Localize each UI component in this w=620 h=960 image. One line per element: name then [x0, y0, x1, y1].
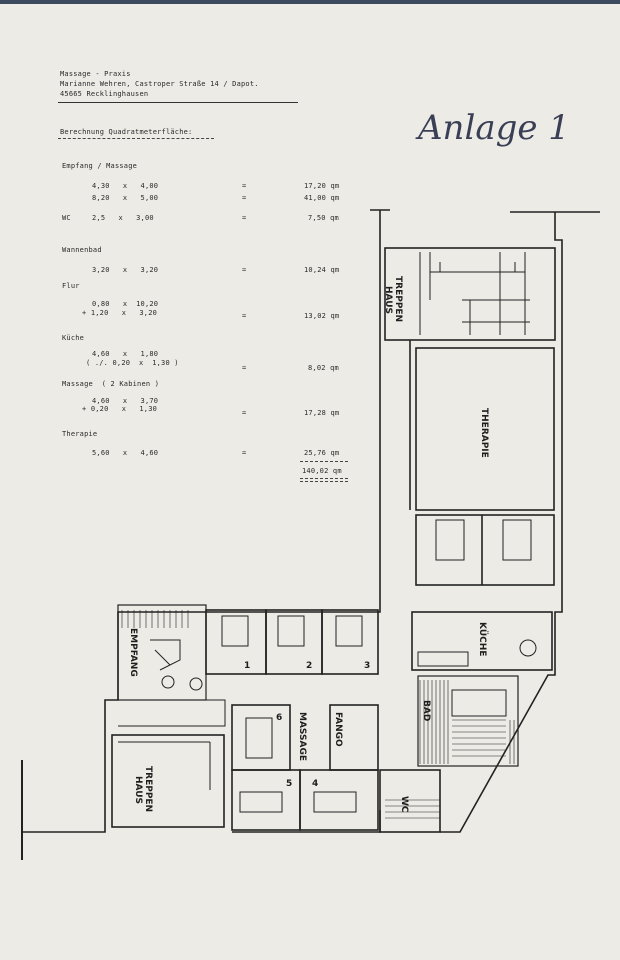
- wc-room: [379, 769, 441, 833]
- stair-bottom-lines: [118, 741, 211, 790]
- bed-2: [277, 615, 305, 647]
- s3-value: 13,02 qm: [304, 312, 340, 320]
- eq-3: =: [242, 214, 247, 222]
- cabin-2: [265, 609, 323, 675]
- treatment-bed-b: [502, 519, 532, 561]
- total-underline-2: [300, 481, 348, 482]
- wc-row: 2,5 x 3,00: [92, 214, 154, 222]
- bed-6: [245, 717, 273, 759]
- therapie-room: [415, 347, 555, 511]
- label-fango: FANGO: [333, 712, 343, 747]
- bed-3: [335, 615, 363, 647]
- total-underline-1: [300, 478, 348, 479]
- document-page: [0, 4, 620, 960]
- sum-line: [300, 461, 348, 462]
- handwritten-annotation: Anlage 1: [418, 108, 570, 148]
- s6-row-1: 5,60 x 4,60: [92, 449, 159, 457]
- label-massage: MASSAGE: [297, 712, 307, 761]
- cabin-1: [205, 609, 267, 675]
- s4-value: 8,02 qm: [308, 364, 339, 372]
- s6-title: Therapie: [62, 430, 98, 438]
- stair-top-box: [384, 247, 556, 341]
- label-therapie: THERAPIE: [479, 408, 489, 458]
- kueche-room: [411, 611, 553, 671]
- s6-value: 25,76 qm: [304, 449, 340, 457]
- eq-8: =: [242, 449, 247, 457]
- s1-row-2: 8,20 x 5,00: [92, 194, 159, 202]
- s5-title: Massage ( 2 Kabinen ): [62, 380, 160, 388]
- s4-row-1: 4,60 x 1,80: [92, 350, 159, 358]
- chair-2: [189, 677, 203, 691]
- wall-bottom: [232, 810, 381, 833]
- heading-underline: [58, 138, 214, 139]
- eq-4: =: [242, 266, 247, 274]
- eq-5: =: [242, 312, 247, 320]
- bathtub: [451, 689, 507, 717]
- fango-room: [329, 704, 379, 771]
- wall-top-ends: [370, 209, 600, 213]
- s3-row-2: + 1,20 x 3,20: [82, 309, 158, 317]
- eq-1: =: [242, 182, 247, 190]
- cabin-3: [321, 609, 379, 675]
- bed-1: [221, 615, 249, 647]
- kitchen-counter: [417, 651, 469, 667]
- bed-5: [239, 791, 283, 813]
- s4-title: Küche: [62, 334, 85, 342]
- s3-title: Flur: [62, 282, 80, 290]
- eq-6: =: [242, 364, 247, 372]
- s1-title: Empfang / Massage: [62, 162, 138, 170]
- wc-label: WC: [62, 214, 71, 222]
- chair-1: [161, 675, 175, 689]
- eq-2: =: [242, 194, 247, 202]
- header-line-3: 45665 Recklinghausen: [60, 90, 149, 98]
- s2-value: 10,24 qm: [304, 266, 340, 274]
- s1-row-1: 4,30 x 4,00: [92, 182, 159, 190]
- s5-row-2: + 0,20 x 1,30: [82, 405, 158, 413]
- s2-row-1: 3,20 x 3,20: [92, 266, 159, 274]
- calc-heading: Berechnung Quadratmeterfläche:: [60, 128, 193, 136]
- shelf-row: [118, 699, 226, 727]
- wall-outer-right: [440, 212, 563, 833]
- massage-upper-rooms: [415, 514, 555, 586]
- label-cabin-4: 4: [312, 779, 318, 789]
- label-cabin-5: 5: [286, 779, 292, 789]
- label-empfang: EMPFANG: [128, 628, 138, 677]
- label-cabin-1: 1: [244, 661, 250, 671]
- kitchen-table: [519, 639, 537, 657]
- total-value: 140,02 qm: [302, 467, 342, 475]
- label-bad: BAD: [421, 700, 431, 721]
- s1-row-1-value: 17,20 qm: [304, 182, 340, 190]
- s5-row-1: 4,60 x 3,70: [92, 397, 159, 405]
- label-cabin-6: 6: [276, 713, 282, 723]
- label-treppenhaus-bottom-1: TREPPEN: [143, 766, 153, 812]
- label-treppenhaus-top-2: HAUS: [383, 286, 393, 314]
- label-wc: WC: [399, 796, 409, 813]
- s5-value: 17,28 qm: [304, 409, 340, 417]
- header-line-1: Massage - Praxis: [60, 70, 131, 78]
- bed-4: [313, 791, 357, 813]
- reception-desk: [150, 639, 181, 671]
- stair-bottom-box: [111, 734, 225, 828]
- treatment-bed-a: [435, 519, 465, 561]
- hatching: [121, 610, 515, 819]
- label-kueche: KÜCHE: [477, 622, 488, 656]
- s4-row-2: ( ./. 0,20 x 1,30 ): [86, 359, 179, 367]
- header-rule: [58, 102, 298, 103]
- wc-value: 7,50 qm: [308, 214, 339, 222]
- label-treppenhaus-top-1: TREPPEN: [393, 276, 403, 322]
- eq-7: =: [242, 409, 247, 417]
- s2-title: Wannenbad: [62, 246, 102, 254]
- header-line-2: Marianne Wehren, Castroper Straße 14 / D…: [60, 80, 259, 88]
- label-treppenhaus-bottom-2: HAUS: [133, 776, 143, 804]
- stair-top-lines: [419, 252, 530, 335]
- label-cabin-2: 2: [306, 661, 312, 671]
- bad-room: [417, 675, 519, 767]
- label-cabin-3: 3: [364, 661, 370, 671]
- s1-row-2-value: 41,00 qm: [304, 194, 340, 202]
- s3-row-1: 0,80 x 10,20: [92, 300, 159, 308]
- wall-outer-left: [22, 210, 381, 833]
